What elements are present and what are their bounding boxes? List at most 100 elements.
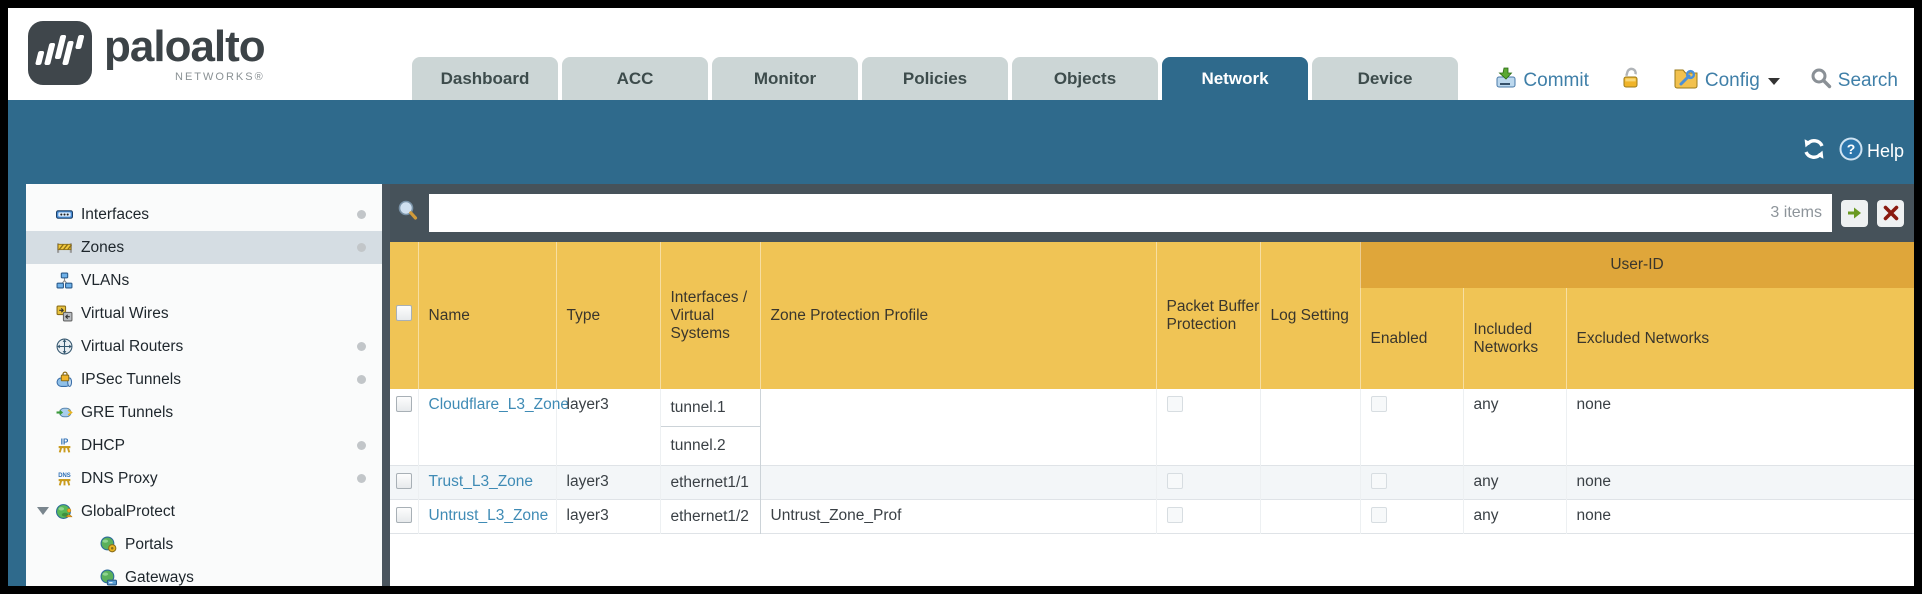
paloalto-logo-icon (28, 21, 92, 85)
included-networks-cell: any (1463, 499, 1567, 534)
options-dot (357, 474, 366, 483)
log-setting-cell (1260, 465, 1361, 500)
dns-proxy-icon: DNS (58, 473, 71, 486)
tab-policies[interactable]: Policies (862, 57, 1008, 100)
sidebar-item-vlans[interactable]: VLANs (26, 264, 382, 297)
sidebar-item-gateways[interactable]: Gateways (26, 561, 382, 586)
clear-filter-icon (1883, 205, 1898, 221)
packet-buffer-checkbox[interactable] (1166, 473, 1183, 489)
global-search-button[interactable]: Search (1810, 67, 1898, 95)
user-id-enabled-cell (1360, 499, 1464, 534)
tab-network[interactable]: Network (1162, 57, 1308, 100)
tab-dashboard[interactable]: Dashboard (412, 57, 558, 100)
zone-name-link[interactable]: Trust_L3_Zone (428, 473, 534, 490)
interface-entry: tunnel.1 (660, 389, 760, 427)
row-checkbox[interactable] (396, 473, 412, 489)
lock-icon[interactable] (1619, 66, 1643, 96)
zone-name-link[interactable]: Cloudflare_L3_Zone (428, 396, 569, 413)
column-header-type[interactable]: Type (556, 242, 661, 389)
excluded-networks-cell: none (1566, 499, 1914, 534)
zone-interfaces-cell: ethernet1/1 (659, 465, 761, 500)
zones-table: Name Type Interfaces / Virtual Systems Z… (390, 242, 1914, 534)
vlans-icon (56, 272, 73, 289)
log-setting-cell (1260, 499, 1361, 534)
excluded-networks-cell: none (1566, 465, 1914, 500)
table-row: Untrust_L3_Zone layer3 ethernet1/2 Untru… (390, 499, 1914, 534)
packet-buffer-checkbox[interactable] (1166, 507, 1183, 523)
tab-acc[interactable]: ACC (562, 57, 708, 100)
commit-button[interactable]: Commit (1495, 67, 1589, 95)
zones-content: 3 items Name Type Interfaces / Virtual (390, 184, 1914, 586)
column-header-log-setting[interactable]: Log Setting (1260, 242, 1361, 389)
sidebar-item-gre-tunnels[interactable]: GRE Tunnels (26, 396, 382, 429)
zone-protection-cell (760, 389, 1157, 466)
column-header-zone-protection[interactable]: Zone Protection Profile (760, 242, 1157, 389)
tab-objects[interactable]: Objects (1012, 57, 1158, 100)
zones-icon (57, 243, 72, 253)
zone-interfaces-cell: tunnel.1 tunnel.2 (659, 389, 761, 466)
ipsec-tunnels-icon (56, 371, 73, 387)
tab-device[interactable]: Device (1312, 57, 1458, 100)
zone-type-cell: layer3 (556, 499, 661, 534)
expander-icon[interactable] (37, 507, 49, 515)
user-id-enabled-checkbox[interactable] (1370, 507, 1387, 523)
zone-name-link[interactable]: Untrust_L3_Zone (428, 507, 549, 524)
user-id-enabled-checkbox[interactable] (1370, 396, 1387, 412)
column-header-excluded-networks[interactable]: Excluded Networks (1566, 288, 1914, 389)
filter-bar: 3 items (390, 184, 1914, 242)
user-id-enabled-checkbox[interactable] (1370, 473, 1387, 489)
options-dot (357, 441, 366, 450)
column-group-user-id: User-ID (1360, 242, 1914, 288)
zone-type-cell: layer3 (556, 389, 661, 466)
page-header-band: ? Help (8, 100, 1914, 184)
interfaces-icon (56, 210, 73, 219)
sidebar-item-interfaces[interactable]: Interfaces (26, 198, 382, 231)
sidebar-item-ipsec-tunnels[interactable]: IPSec Tunnels (26, 363, 382, 396)
options-dot (357, 375, 366, 384)
svg-text:?: ? (1847, 141, 1856, 157)
refresh-icon[interactable] (1801, 136, 1827, 167)
included-networks-cell: any (1463, 465, 1567, 500)
sidebar-item-dns-proxy[interactable]: DNS DNS Proxy (26, 462, 382, 495)
dhcp-icon: IP (58, 437, 71, 453)
zone-type-cell: layer3 (556, 465, 661, 500)
apply-filter-button[interactable] (1841, 199, 1868, 227)
help-button[interactable]: ? Help (1839, 137, 1904, 166)
select-all-header (390, 242, 419, 389)
virtual-routers-icon (56, 338, 73, 355)
network-sidebar: Interfaces Zones VLANs Virtual Wires Vir… (26, 184, 382, 586)
log-setting-cell (1260, 389, 1361, 466)
sidebar-item-virtual-routers[interactable]: Virtual Routers (26, 330, 382, 363)
clear-filter-button[interactable] (1877, 199, 1904, 227)
panel-splitter[interactable] (382, 184, 390, 586)
tab-monitor[interactable]: Monitor (712, 57, 858, 100)
column-header-included-networks[interactable]: Included Networks (1463, 288, 1567, 389)
items-count: 3 items (1770, 204, 1822, 221)
sidebar-item-virtual-wires[interactable]: Virtual Wires (26, 297, 382, 330)
select-all-checkbox[interactable] (396, 305, 412, 321)
interface-entry: ethernet1/2 (670, 508, 749, 525)
config-menu-button[interactable]: Config (1673, 66, 1780, 96)
sidebar-item-dhcp[interactable]: IP DHCP (26, 429, 382, 462)
brand-name: paloalto (104, 22, 266, 71)
row-checkbox[interactable] (396, 396, 412, 412)
options-dot (357, 243, 366, 252)
portals-icon (100, 536, 117, 553)
sidebar-item-globalprotect[interactable]: GlobalProtect (26, 495, 382, 528)
column-header-enabled[interactable]: Enabled (1360, 288, 1464, 389)
top-bar: paloalto NETWORKS® Dashboard ACC Monitor… (8, 8, 1914, 100)
svg-text:DNS: DNS (58, 473, 71, 479)
column-header-name[interactable]: Name (418, 242, 557, 389)
search-icon (396, 199, 420, 228)
column-header-interfaces[interactable]: Interfaces / Virtual Systems (660, 242, 761, 389)
virtual-wires-icon (56, 305, 73, 322)
row-checkbox[interactable] (396, 507, 412, 523)
sidebar-item-zones[interactable]: Zones (26, 231, 382, 264)
packet-buffer-checkbox[interactable] (1166, 396, 1183, 412)
column-header-packet-buffer[interactable]: Packet Buffer Protection (1156, 242, 1261, 389)
filter-input[interactable] (431, 204, 1771, 222)
caret-down-icon (1767, 77, 1780, 85)
gre-tunnels-icon (56, 407, 73, 418)
sidebar-item-portals[interactable]: Portals (26, 528, 382, 561)
